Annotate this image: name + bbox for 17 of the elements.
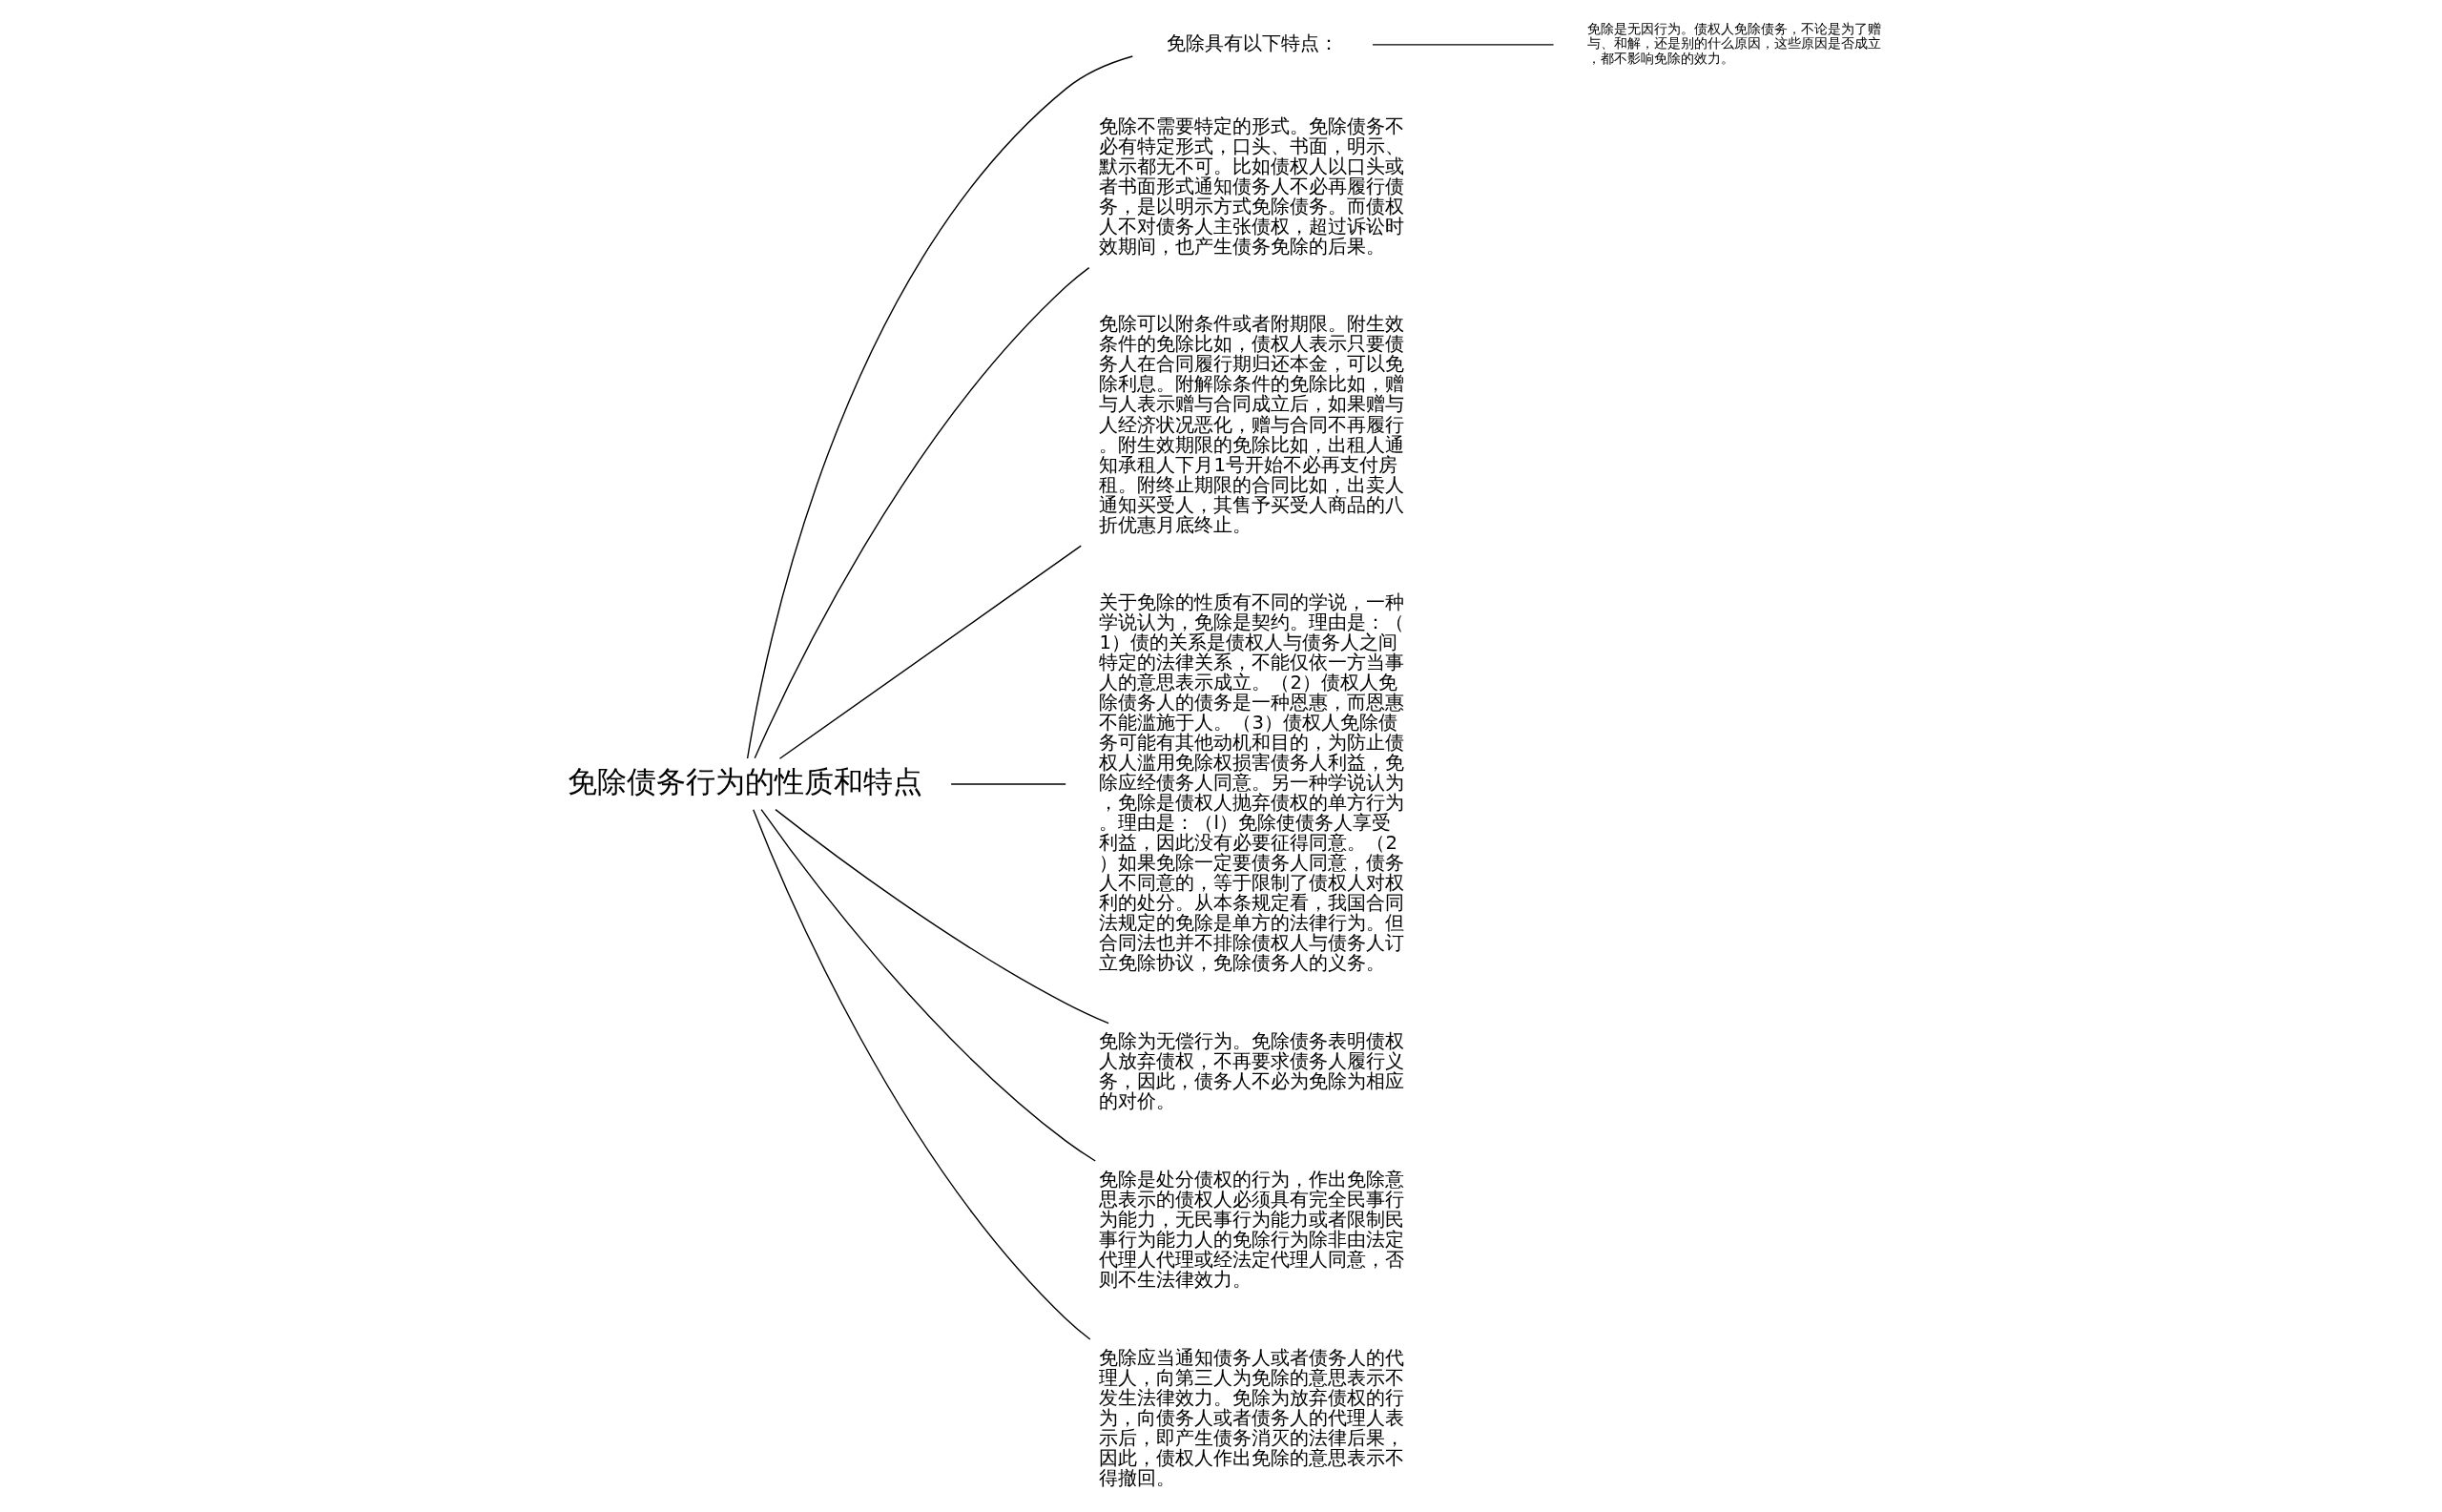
connector	[950, 783, 1066, 785]
node-text: 免除是处分债权的行为，作出免除意思表示的债权人必须具有完全民事行为能力，无民事行为能力或者限制民事行为能力人的免除行为除非由法定代理人代理或经法定代理人同意，否则不生法律效力。	[1099, 1168, 1405, 1291]
node-text: 免除应当通知债务人或者债务人的代理人，向第三人为免除的意思表示不发生法律效力。免除为放弃债权的行为，向债务人或者债务人的代理人表示后，即产生债务消灭的法律后果，因此，债权人作出免除的意思表示不得撤回。	[1099, 1346, 1405, 1489]
connector	[746, 55, 1133, 759]
connector	[760, 809, 1096, 1162]
connector	[1372, 44, 1555, 46]
connector	[754, 266, 1090, 759]
node-text: 免除为无偿行为。免除债务表明债权人放弃债权，不再要求债务人履行义务，因此，债务人不必为免除为相应的对价。	[1099, 1030, 1405, 1113]
node-text: 免除是无因行为。债权人免除债务，不论是为了赠与、和解，还是别的什么原因，这些原因是否成立，都不影响免除的效力。	[1587, 20, 1882, 66]
connector	[775, 808, 1109, 1025]
node-text: 免除可以附条件或者附期限。附生效条件的免除比如，债权人表示只要债务人在合同履行期归还本金，可以免除利息。附解除条件的免除比如，赠与人表示赠与合同成立后，如果赠与人经济状况恶化，赠与合同不再履行。附生效期限的免除比如，出租人通知承租人下月1号开始不必再支付房租。附终止期限的合同比如，出卖人通知买受人，其售予买受人商品的八折优惠月底终止。	[1099, 313, 1405, 536]
connector	[778, 545, 1082, 759]
connector	[753, 809, 1091, 1340]
node-text: 免除具有以下特点：	[1166, 32, 1338, 55]
node-text: 免除不需要特定的形式。免除债务不必有特定形式，口头、书面，明示、默示都无不可。比如债权人以口头或者书面形式通知债务人不必再履行债务，是以明示方式免除债务。而债权人不对债务人主张债权，超过诉讼时效期间，也产生债务免除的后果。	[1099, 114, 1405, 259]
node-text: 关于免除的性质有不同的学说，一种学说认为，免除是契约。理由是：（1）债的关系是债权人与债务人之间特定的法律关系，不能仅依一方当事人的意思表示成立。（2）债权人免除债务人的债务是一种恩惠，而恩惠不能滥施于人。（3）债权人免除债务可能有其他动机和目的，为防止债权人滥用免除权损害债务人利益，免除应经债务人同意。另一种学说认为，免除是债权人抛弃债权的单方行为。理由是：（l）免除使债务人享受利益，因此没有必要征得同意。（2）如果免除一定要债务人同意，债务人不同意的，等于限制了债权人对权利的处分。从本条规定看，我国合同法规定的免除是单方的法律行为。但合同法也并不排除债权人与债务人订立免除协议，免除债务人的义务。	[1099, 590, 1405, 975]
node-text: 免除债务行为的性质和特点	[567, 763, 922, 798]
